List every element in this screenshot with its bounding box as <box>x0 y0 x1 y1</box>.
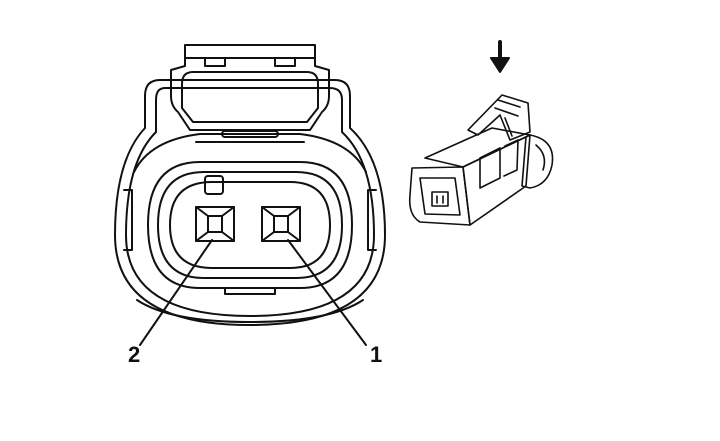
connector-face-view <box>114 44 386 346</box>
iso-rear-cap-inner <box>535 144 546 171</box>
iso-rear-cap <box>521 134 554 189</box>
arrow-down-icon <box>490 40 510 73</box>
cavity-inner <box>157 171 343 279</box>
cavity-bottom-tab <box>224 287 276 295</box>
cavity-floor <box>169 181 331 269</box>
connector-shell-ring-2 <box>125 87 375 317</box>
iso-pin-mark <box>436 195 444 204</box>
pin-label-1: 1 <box>370 342 382 367</box>
side-rib-left <box>123 189 133 251</box>
pin-terminal-1 <box>261 206 301 242</box>
iso-latch-detail <box>494 99 521 137</box>
leader-line-pin-1 <box>287 239 367 346</box>
polarizing-key <box>204 175 224 195</box>
pin-label-2: 2 <box>128 342 140 367</box>
pin-terminal-2 <box>195 206 235 242</box>
latch-top-notch-left <box>204 57 226 67</box>
iso-body-side <box>462 134 531 226</box>
latch-top-notch-right <box>274 57 296 67</box>
connector-outer-shell <box>114 79 386 326</box>
leader-line-pin-2 <box>139 239 213 346</box>
latch-inner-frame <box>181 71 319 123</box>
connector-shell-ring-4 <box>136 299 364 323</box>
iso-side-rib-1 <box>479 147 501 189</box>
iso-latch <box>467 94 531 141</box>
iso-body-front <box>408 166 471 226</box>
connector-iso-view <box>408 94 554 226</box>
iso-body-top <box>424 127 531 168</box>
iso-side-rib-2 <box>503 139 519 177</box>
latch-frame <box>170 44 330 131</box>
iso-front-opening <box>419 177 461 216</box>
connector-shell-ring-3 <box>133 133 367 173</box>
side-rib-right <box>367 189 377 251</box>
latch-slot <box>221 130 279 138</box>
pin-cavity <box>147 161 353 295</box>
cavity-outer <box>147 161 353 289</box>
iso-pin-window <box>431 191 449 207</box>
